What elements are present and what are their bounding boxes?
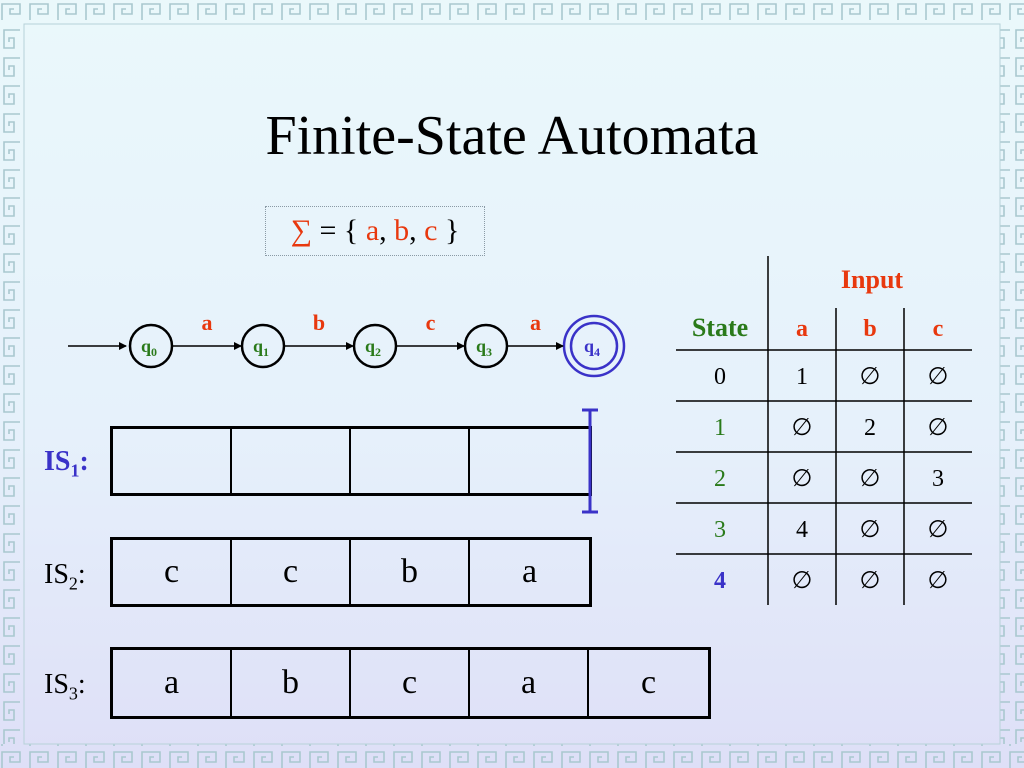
column-header-b: b — [863, 316, 876, 342]
alphabet-open: = { — [312, 214, 366, 247]
table-value-cell: ∅ — [860, 466, 881, 492]
table-state-cell: 3 — [714, 517, 726, 543]
table-value-cell: 1 — [796, 364, 808, 390]
table-value-cell: ∅ — [792, 568, 813, 594]
table-state-cell: 4 — [714, 568, 726, 594]
sigma-symbol: ∑ — [290, 214, 312, 247]
tape-cell: a — [521, 553, 538, 590]
transition-2: c — [397, 310, 465, 350]
tape-cell: b — [351, 540, 470, 604]
tape-cell: a — [113, 650, 232, 716]
input-header: Input — [841, 265, 903, 294]
tape-cell — [470, 429, 589, 493]
tape-cell: a — [470, 650, 589, 716]
table-value-cell: ∅ — [792, 466, 813, 492]
alphabet-comma: , — [409, 214, 425, 247]
alphabet-close: } — [437, 214, 460, 247]
column-header-a: a — [796, 316, 808, 342]
transition-3: a — [508, 310, 564, 350]
state-label: q1 — [253, 336, 269, 359]
state-node-q3: q3 — [463, 323, 509, 369]
tape-cell — [113, 429, 232, 493]
read-head-cursor — [582, 408, 598, 514]
table-state-cell: 2 — [714, 466, 726, 492]
tape-cell: c — [113, 540, 232, 604]
input-string-label: IS3: — [44, 669, 86, 704]
tape-cell: b — [232, 650, 351, 716]
alphabet-definition: ∑ = { a, b, c } — [265, 206, 485, 256]
slide-title: Finite-State Automata — [265, 105, 759, 167]
transition-0: a — [173, 310, 242, 350]
input-string-label: IS2: — [44, 559, 86, 594]
table-value-cell: ∅ — [860, 568, 881, 594]
state-label: q3 — [476, 336, 492, 359]
state-node-q2: q2 — [352, 323, 398, 369]
state-circle — [352, 323, 398, 369]
transition-label: a — [202, 310, 213, 335]
transition-label: c — [426, 310, 436, 335]
state-node-q1: q1 — [240, 323, 286, 369]
tape-cell: c — [232, 540, 351, 604]
state-circle — [128, 323, 174, 369]
state-node-q0: q0 — [128, 323, 174, 369]
table-value-cell: ∅ — [928, 415, 949, 441]
state-circle — [463, 323, 509, 369]
table-value-cell: 3 — [932, 466, 944, 492]
input-tape: a b c a c — [110, 647, 711, 719]
transition-label: a — [530, 310, 541, 335]
alphabet-symbol-c: c — [424, 214, 438, 247]
column-header-c: c — [933, 316, 944, 342]
table-value-cell: ∅ — [792, 415, 813, 441]
state-header: State — [692, 313, 748, 342]
alphabet-symbol-b: b — [394, 214, 410, 247]
table-state-cell: 1 — [714, 415, 726, 441]
table-value-cell: 2 — [864, 415, 876, 441]
alphabet-comma: , — [379, 214, 395, 247]
final-state-outer-ring — [562, 314, 626, 378]
table-value-cell: ∅ — [860, 364, 881, 390]
table-value-cell: ∅ — [860, 517, 881, 543]
table-value-cell: ∅ — [928, 517, 949, 543]
tape-cell: c — [351, 650, 470, 716]
tape-cell: c — [640, 664, 657, 701]
input-string-label: IS1: — [44, 446, 89, 481]
tape-cell — [351, 429, 470, 493]
table-value-cell: ∅ — [928, 568, 949, 594]
alphabet-symbol-a: a — [365, 214, 380, 247]
state-label: q2 — [365, 336, 381, 359]
input-tape — [110, 426, 592, 496]
final-state-inner-ring — [569, 321, 619, 371]
state-label: q4 — [584, 336, 600, 359]
tape-cell — [232, 429, 351, 493]
table-value-cell: ∅ — [928, 364, 949, 390]
transition-label: b — [313, 310, 325, 335]
state-node-q4: q4 — [562, 314, 626, 378]
input-tape: c c b a — [110, 537, 592, 607]
state-label: q0 — [141, 336, 157, 359]
table-state-cell: 0 — [714, 364, 726, 390]
table-value-cell: 4 — [796, 517, 808, 543]
transition-1: b — [285, 310, 354, 350]
state-circle — [240, 323, 286, 369]
